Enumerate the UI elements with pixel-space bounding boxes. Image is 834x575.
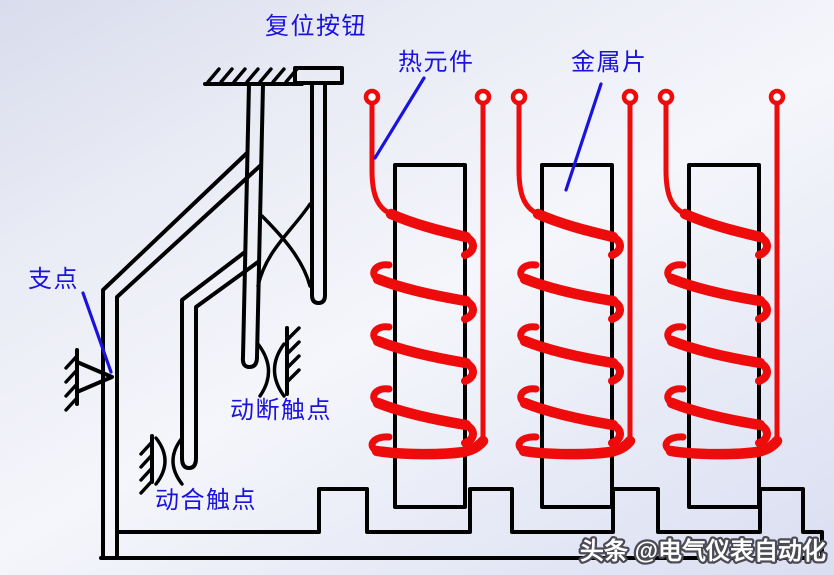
label-reset-button: 复位按钮 <box>265 13 367 40</box>
heater-unit-1 <box>366 91 489 507</box>
nc-contact-hatching <box>285 326 301 384</box>
no-contact-symbol <box>139 434 184 495</box>
watermark: 头条 @电气仪表自动化 <box>580 537 826 565</box>
heater-unit-3 <box>660 91 783 507</box>
label-metal-strip: 金属片 <box>571 49 648 76</box>
main-lever <box>101 151 263 558</box>
heater-unit-2 <box>513 91 636 507</box>
pivot-hatching <box>64 354 79 412</box>
trip-lever-linkage <box>101 82 312 558</box>
lever-pivot <box>64 348 114 412</box>
label-nc-contact: 动断触点 <box>230 397 332 424</box>
leader-thermal-element <box>373 76 426 160</box>
reset-button-stem <box>310 81 327 305</box>
snap-spring-arcs <box>256 202 312 288</box>
nc-contact-symbol <box>256 326 301 398</box>
no-contact-hatching <box>139 440 154 495</box>
relay-base <box>99 487 824 560</box>
pivot-triangle <box>75 360 114 394</box>
leader-pivot <box>81 291 113 374</box>
label-pivot: 支点 <box>28 266 79 293</box>
no-contact-rod <box>180 250 260 470</box>
labels: 复位按钮 热元件 金属片 支点 动断触点 动合触点 <box>28 13 648 514</box>
reset-button-cap <box>293 66 344 85</box>
leader-metal-strip <box>564 82 603 192</box>
leader-lines <box>81 76 603 374</box>
guide-rod <box>240 82 265 369</box>
ceiling-hatching <box>206 67 299 84</box>
nc-contact-arcs <box>256 342 286 398</box>
no-contact-arcs <box>154 436 184 486</box>
reset-button <box>293 66 344 305</box>
label-no-contact: 动合触点 <box>155 487 257 514</box>
ceiling-mount <box>203 67 304 86</box>
label-thermal-element: 热元件 <box>398 49 475 76</box>
